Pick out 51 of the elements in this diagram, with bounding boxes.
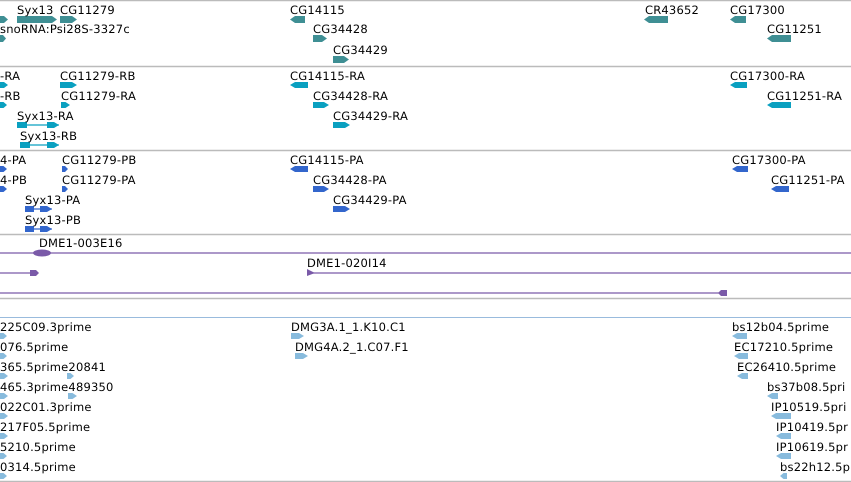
feature-label: 465.3prime489350 — [0, 380, 114, 394]
feature-label: 5210.5prime — [0, 440, 76, 454]
feature-label: DME1-003E16 — [39, 236, 123, 250]
feature-label: CG34428 — [313, 22, 368, 36]
feature-label: CG11251-PA — [771, 173, 845, 187]
feature-label: 076.5prime — [0, 340, 68, 354]
feature-label: Syx13-RB — [20, 129, 78, 143]
feature-label: CG14115-RA — [290, 69, 366, 83]
feature-label: CG34429-RA — [333, 109, 408, 123]
feature-label: CG34429 — [333, 43, 388, 57]
feature-label: 4-PB — [0, 173, 28, 187]
feature-label: Syx13-PA — [25, 193, 80, 207]
feature-label: Syx13 — [17, 3, 54, 17]
feature-label: 217F05.5prime — [0, 420, 90, 434]
feature-label: CG11279 — [60, 3, 115, 17]
feature-label: CG14115 — [290, 3, 345, 17]
feature-label: IP10619.5pr — [776, 440, 848, 454]
feature-label: CG14115-PA — [290, 153, 364, 167]
feature-label: DMG4A.2_1.C07.F1 — [295, 340, 409, 354]
feature-label: 365.5prime20841 — [0, 360, 106, 374]
feature-label: bs22h12.5p — [780, 460, 850, 474]
feature-label: 225C09.3prime — [0, 320, 92, 334]
feature-label: EC17210.5prime — [734, 340, 834, 354]
feature-label: CG34428-RA — [313, 89, 388, 103]
feature-label: 0314.5prime — [0, 460, 76, 474]
feature-label: CG11279-PB — [62, 153, 136, 167]
feature-label: IP10519.5pri — [771, 400, 847, 414]
feature-label: CG11279-RB — [60, 69, 136, 83]
feature-label: EC26410.5prime — [737, 360, 836, 374]
feature-label: CG17300-RA — [730, 69, 806, 83]
feature-label: CG34428-PA — [313, 173, 387, 187]
feature-label: snoRNA:Psi28S-3327c — [0, 22, 130, 36]
feature-label: DMG3A.1_1.K10.C1 — [291, 320, 406, 334]
feature-label: bs37b08.5pri — [767, 380, 846, 394]
feature-label: DME1-020I14 — [307, 256, 387, 270]
feature-label: CG11251 — [767, 22, 822, 36]
feature-label: CG11251-RA — [767, 89, 842, 103]
feature-label: 022C01.3prime — [0, 400, 92, 414]
feature-label: 4-PA — [0, 153, 26, 167]
feature-label: Syx13-RA — [17, 109, 74, 123]
feature-label: CG17300 — [730, 3, 785, 17]
feature-label: CG17300-PA — [732, 153, 806, 167]
feature-label: CG11279-RA — [61, 89, 136, 103]
feature-label: CG34429-PA — [333, 193, 407, 207]
feature-label: IP10419.5pr — [776, 420, 848, 434]
feature-label: Syx13-PB — [25, 213, 82, 227]
feature-label: CG11279-PA — [62, 173, 136, 187]
feature-label: CR43652 — [645, 3, 700, 17]
feature-label: -RB — [0, 89, 21, 103]
feature-label: -RA — [0, 69, 20, 83]
feature-label: bs12b04.5prime — [732, 320, 830, 334]
